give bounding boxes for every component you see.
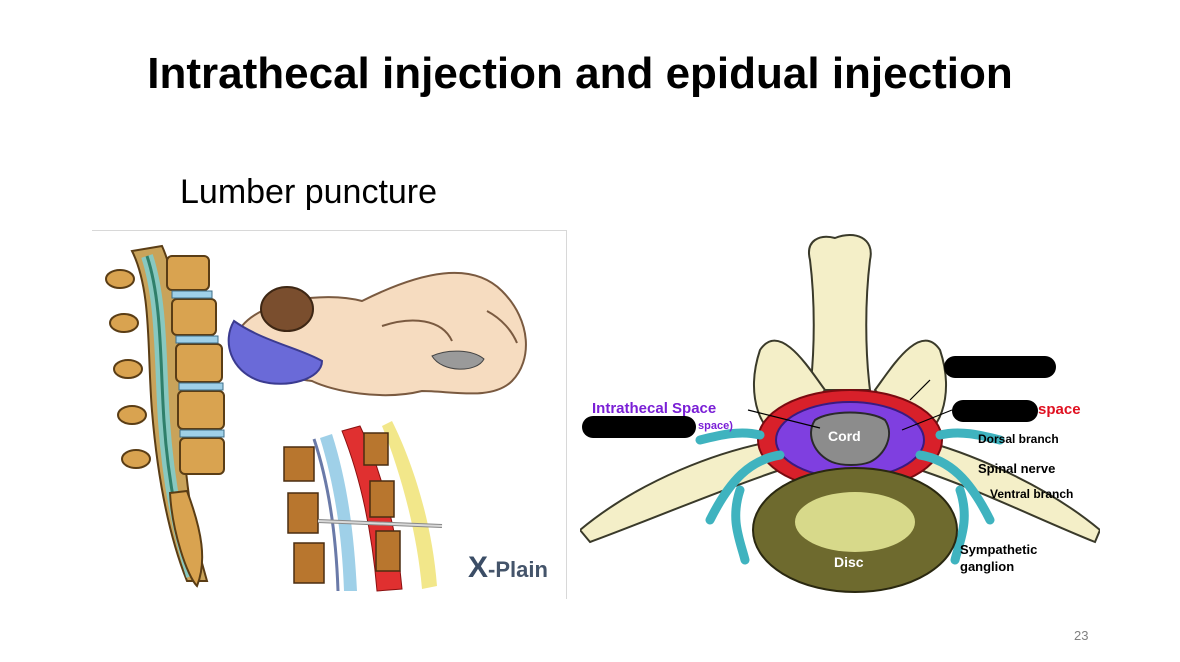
lumbar-puncture-drawing	[105, 244, 527, 594]
label-intrathecal-sub: space)	[698, 420, 733, 432]
slide-subtitle: Lumber puncture	[180, 173, 438, 211]
spine-column	[105, 244, 225, 588]
page-number: 23	[1074, 628, 1089, 643]
xplain-logo-mark: X	[468, 551, 489, 584]
redaction-box-left	[582, 416, 696, 438]
needle-cross-section	[282, 414, 443, 594]
redaction-box-top-right	[944, 356, 1056, 378]
label-intrathecal-space: Intrathecal Space	[592, 400, 717, 417]
label-ganglion: ganglion	[960, 559, 1015, 574]
xplain-logo: X-Plain	[468, 553, 548, 583]
label-sympathetic: Sympathetic	[960, 542, 1038, 557]
leader-lines	[747, 379, 953, 431]
label-spinal-nerve: Spinal nerve	[978, 461, 1056, 476]
spinal-cord	[810, 411, 890, 466]
vertebra-cross-section: Intrathecal Space space) space Cord Dors…	[580, 230, 1100, 600]
lumbar-puncture-illustration: X-Plain	[92, 230, 567, 599]
label-disc: Disc	[834, 554, 864, 570]
redaction-box-right	[952, 400, 1038, 422]
spinal-nerves	[695, 428, 1005, 565]
disc-nucleus	[795, 492, 915, 552]
label-dorsal-branch: Dorsal branch	[978, 432, 1059, 446]
label-ventral-branch: Ventral branch	[990, 487, 1074, 501]
xplain-logo-text: -Plain	[488, 557, 548, 582]
label-space: space	[1038, 401, 1081, 418]
vertebra-drawing	[580, 234, 1100, 593]
patient-figure	[227, 271, 527, 397]
label-cord: Cord	[828, 428, 861, 444]
slide-title: Intrathecal injection and epidual inject…	[147, 49, 1013, 98]
